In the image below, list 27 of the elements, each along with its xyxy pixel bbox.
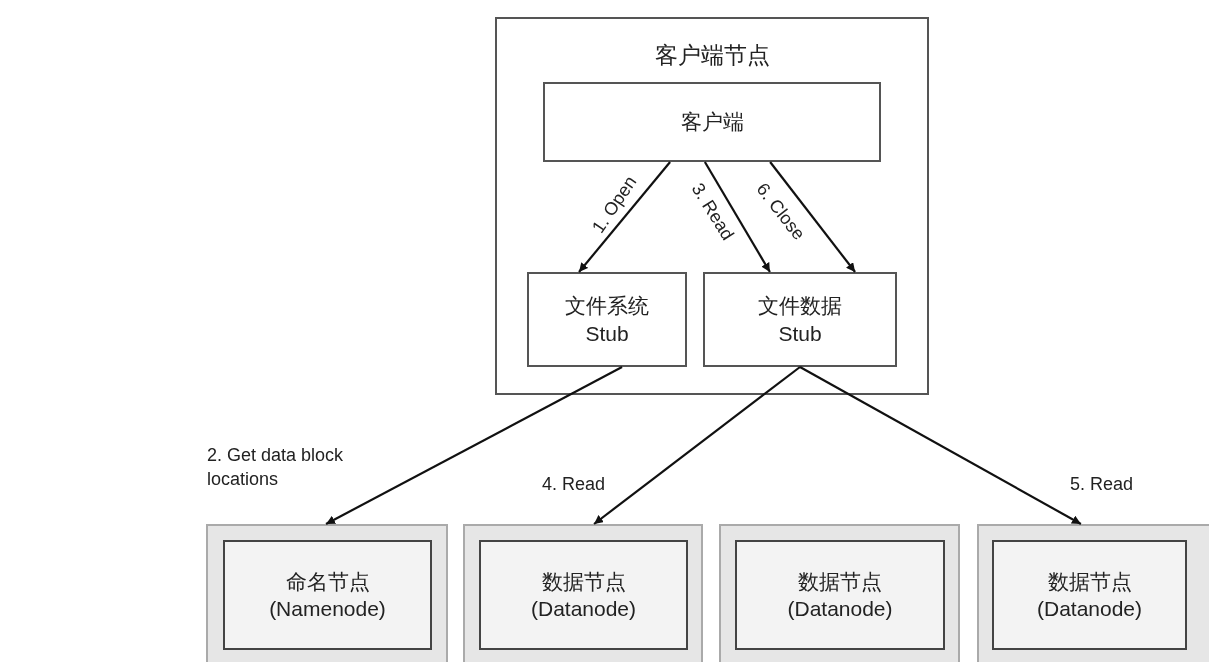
arrow — [593, 366, 801, 525]
arrow — [325, 366, 623, 525]
node-label: 文件数据 Stub — [757, 293, 843, 347]
node-label: 数据节点 (Datanode) — [1035, 568, 1144, 622]
node-panel — [206, 524, 448, 662]
node-panel — [719, 524, 960, 662]
node-title: 客户端节点 — [654, 41, 770, 70]
node-label: 数据节点 (Datanode) — [786, 568, 894, 622]
client-node-box — [495, 17, 929, 395]
node-label: 命名节点 (Namenode) — [268, 568, 387, 622]
server-box — [735, 540, 945, 650]
component-box — [527, 272, 687, 367]
arrow — [799, 366, 1082, 525]
node-label: 数据节点 (Datanode) — [529, 568, 638, 622]
arrow — [769, 161, 856, 273]
arrow — [703, 161, 771, 273]
component-box — [703, 272, 897, 367]
component-box — [543, 82, 881, 162]
node-panel — [463, 524, 703, 662]
node-panel — [977, 524, 1209, 662]
edge-label: 2. Get data block locations — [206, 444, 345, 492]
server-box — [223, 540, 432, 650]
node-label: 文件系统 Stub — [564, 293, 650, 347]
server-box — [992, 540, 1187, 650]
server-box — [479, 540, 688, 650]
arrow — [578, 161, 671, 273]
node-label: 客户端 — [680, 109, 744, 136]
